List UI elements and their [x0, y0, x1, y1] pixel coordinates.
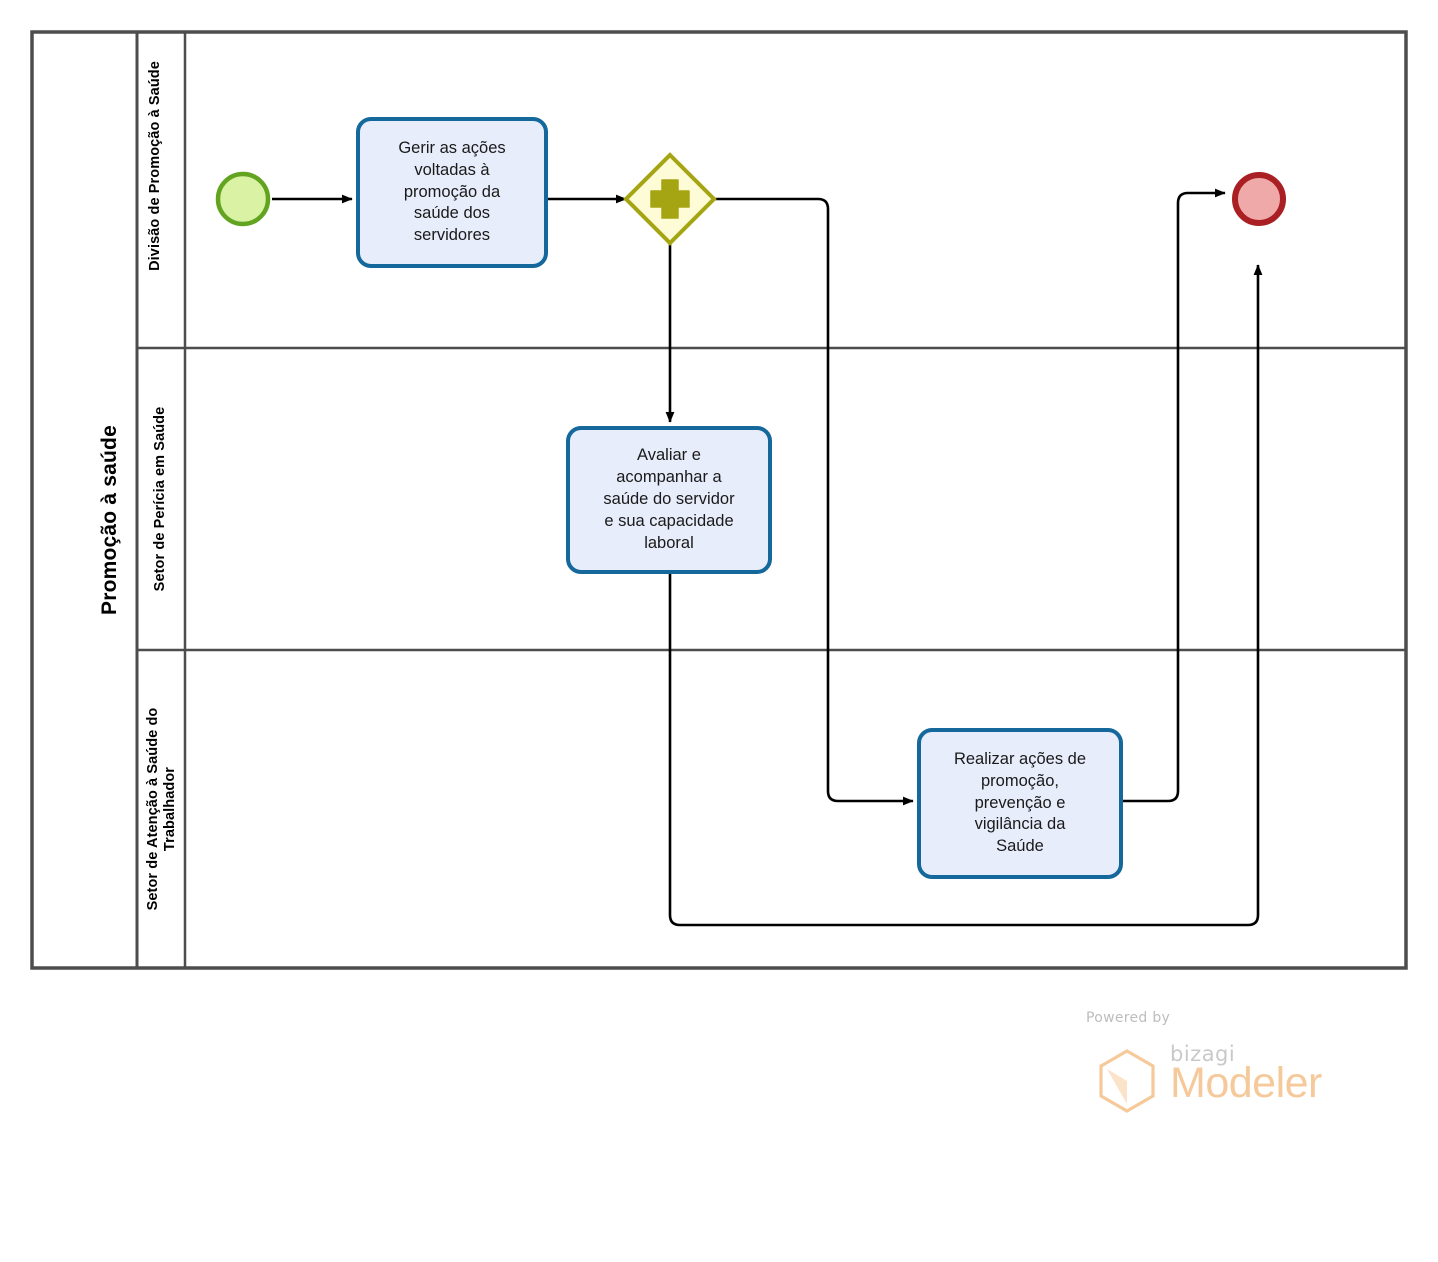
start-event-circle[interactable] [215, 171, 271, 227]
flow-avaliar-to-end [668, 264, 1263, 927]
bizagi-wordmark: bizagi [1170, 1042, 1236, 1066]
task-realizar[interactable] [917, 728, 1123, 879]
flow-realizar-to-end [1121, 188, 1226, 803]
modeler-wordmark: Modeler [1170, 1059, 1322, 1107]
task-gerir[interactable] [356, 117, 548, 268]
pool-frame [30, 30, 1408, 970]
task-gerir-shape[interactable] [356, 117, 548, 268]
bizagi-hexagon-icon [1099, 1049, 1155, 1113]
flow-gateway-to-realizar [714, 197, 914, 806]
end-event-circle[interactable] [1232, 172, 1286, 226]
start-event[interactable] [215, 171, 271, 227]
pool-outer-rect [30, 30, 1408, 970]
parallel-plus-icon [650, 179, 690, 219]
task-avaliar[interactable] [566, 426, 772, 574]
task-avaliar-shape[interactable] [566, 426, 772, 574]
task-realizar-shape[interactable] [917, 728, 1123, 879]
gateway-parallel[interactable] [623, 152, 717, 246]
hexagon-inner-shape [1107, 1069, 1127, 1104]
powered-by-label: Powered by [1086, 1010, 1171, 1026]
end-event[interactable] [1232, 172, 1286, 226]
bizagi-watermark: Powered by bizagi Modeler [1078, 1010, 1348, 1115]
hexagon-outline [1099, 1049, 1155, 1113]
sequence-flows [272, 188, 1263, 927]
